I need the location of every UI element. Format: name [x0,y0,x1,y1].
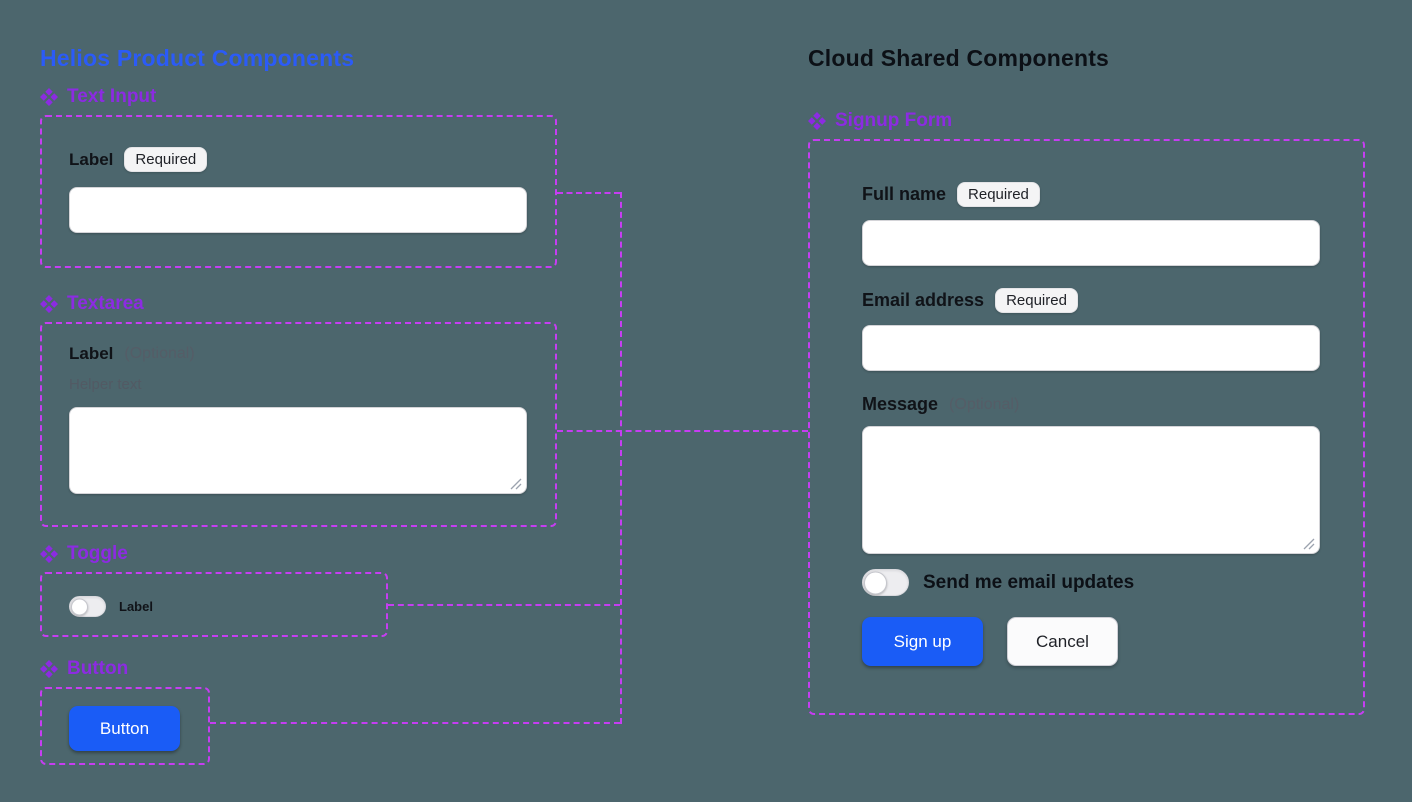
optional-hint: (Optional) [124,345,195,362]
text-input-label-row: Label Required [69,147,555,172]
component-heading-text-input[interactable]: Text Input [40,86,156,108]
component-icon [808,112,826,130]
component-icon [40,545,58,563]
message-label-row: Message (Optional) [862,394,1320,415]
field-label: Full name [862,184,947,204]
resize-grip-icon[interactable] [1303,537,1315,550]
component-heading-signup-form[interactable]: Signup Form [808,110,952,132]
email-input[interactable] [862,325,1320,371]
component-heading-textarea[interactable]: Textarea [40,293,144,315]
resize-grip-icon[interactable] [510,477,522,490]
field-label: Email address [862,290,985,310]
field-label: Label [69,344,114,363]
required-badge: Required [957,182,1040,207]
connector-textarea-to-form [557,430,808,432]
component-heading-label: Signup Form [835,110,953,131]
sample-button[interactable]: Button [69,706,180,751]
component-icon [40,88,58,106]
component-heading-button[interactable]: Button [40,658,128,680]
right-panel-title: Cloud Shared Components [808,45,1110,72]
email-updates-toggle[interactable] [862,569,909,596]
full-name-label-row: Full name Required [862,182,1320,207]
component-heading-label: Text Input [67,86,157,107]
button-component-frame: Button [40,687,210,765]
connector-trunk [620,192,622,724]
component-heading-label: Toggle [67,543,128,564]
cancel-button[interactable]: Cancel [1007,617,1118,666]
toggle-knob [71,598,88,615]
form-actions: Sign up Cancel [862,617,1320,666]
helper-text: Helper text [69,376,142,393]
textarea-field[interactable] [69,407,527,494]
message-textarea[interactable] [862,426,1320,554]
optional-hint: (Optional) [949,395,1020,413]
field-label: Label [69,149,114,169]
left-panel-title: Helios Product Components [40,45,355,72]
text-input-field[interactable] [69,187,527,233]
component-heading-label: Button [67,658,129,679]
sign-up-button[interactable]: Sign up [862,617,983,666]
full-name-input[interactable] [862,220,1320,266]
textarea-component-frame: Label (Optional) Helper text [40,322,557,527]
required-badge: Required [124,147,208,172]
component-heading-toggle[interactable]: Toggle [40,543,128,565]
textarea-label-row: Label (Optional) [69,344,555,364]
signup-form-frame: Full name Required Email address Require… [808,139,1365,715]
text-input-component-frame: Label Required [40,115,557,268]
toggle-switch[interactable] [69,596,106,617]
component-icon [40,660,58,678]
toggle-label: Send me email updates [923,571,1135,593]
toggle-label: Label [119,599,153,614]
required-badge: Required [995,288,1078,313]
connector-text-input-branch [557,192,620,194]
toggle-knob [864,571,887,594]
component-heading-label: Textarea [67,293,144,314]
field-label: Message [862,394,939,414]
message-textarea-wrap [862,426,1320,554]
toggle-component-frame: Label [40,572,388,637]
component-icon [40,295,58,313]
connector-toggle-branch [388,604,620,606]
textarea-wrap [69,407,527,494]
email-label-row: Email address Required [862,288,1320,313]
connector-button-branch [210,722,620,724]
